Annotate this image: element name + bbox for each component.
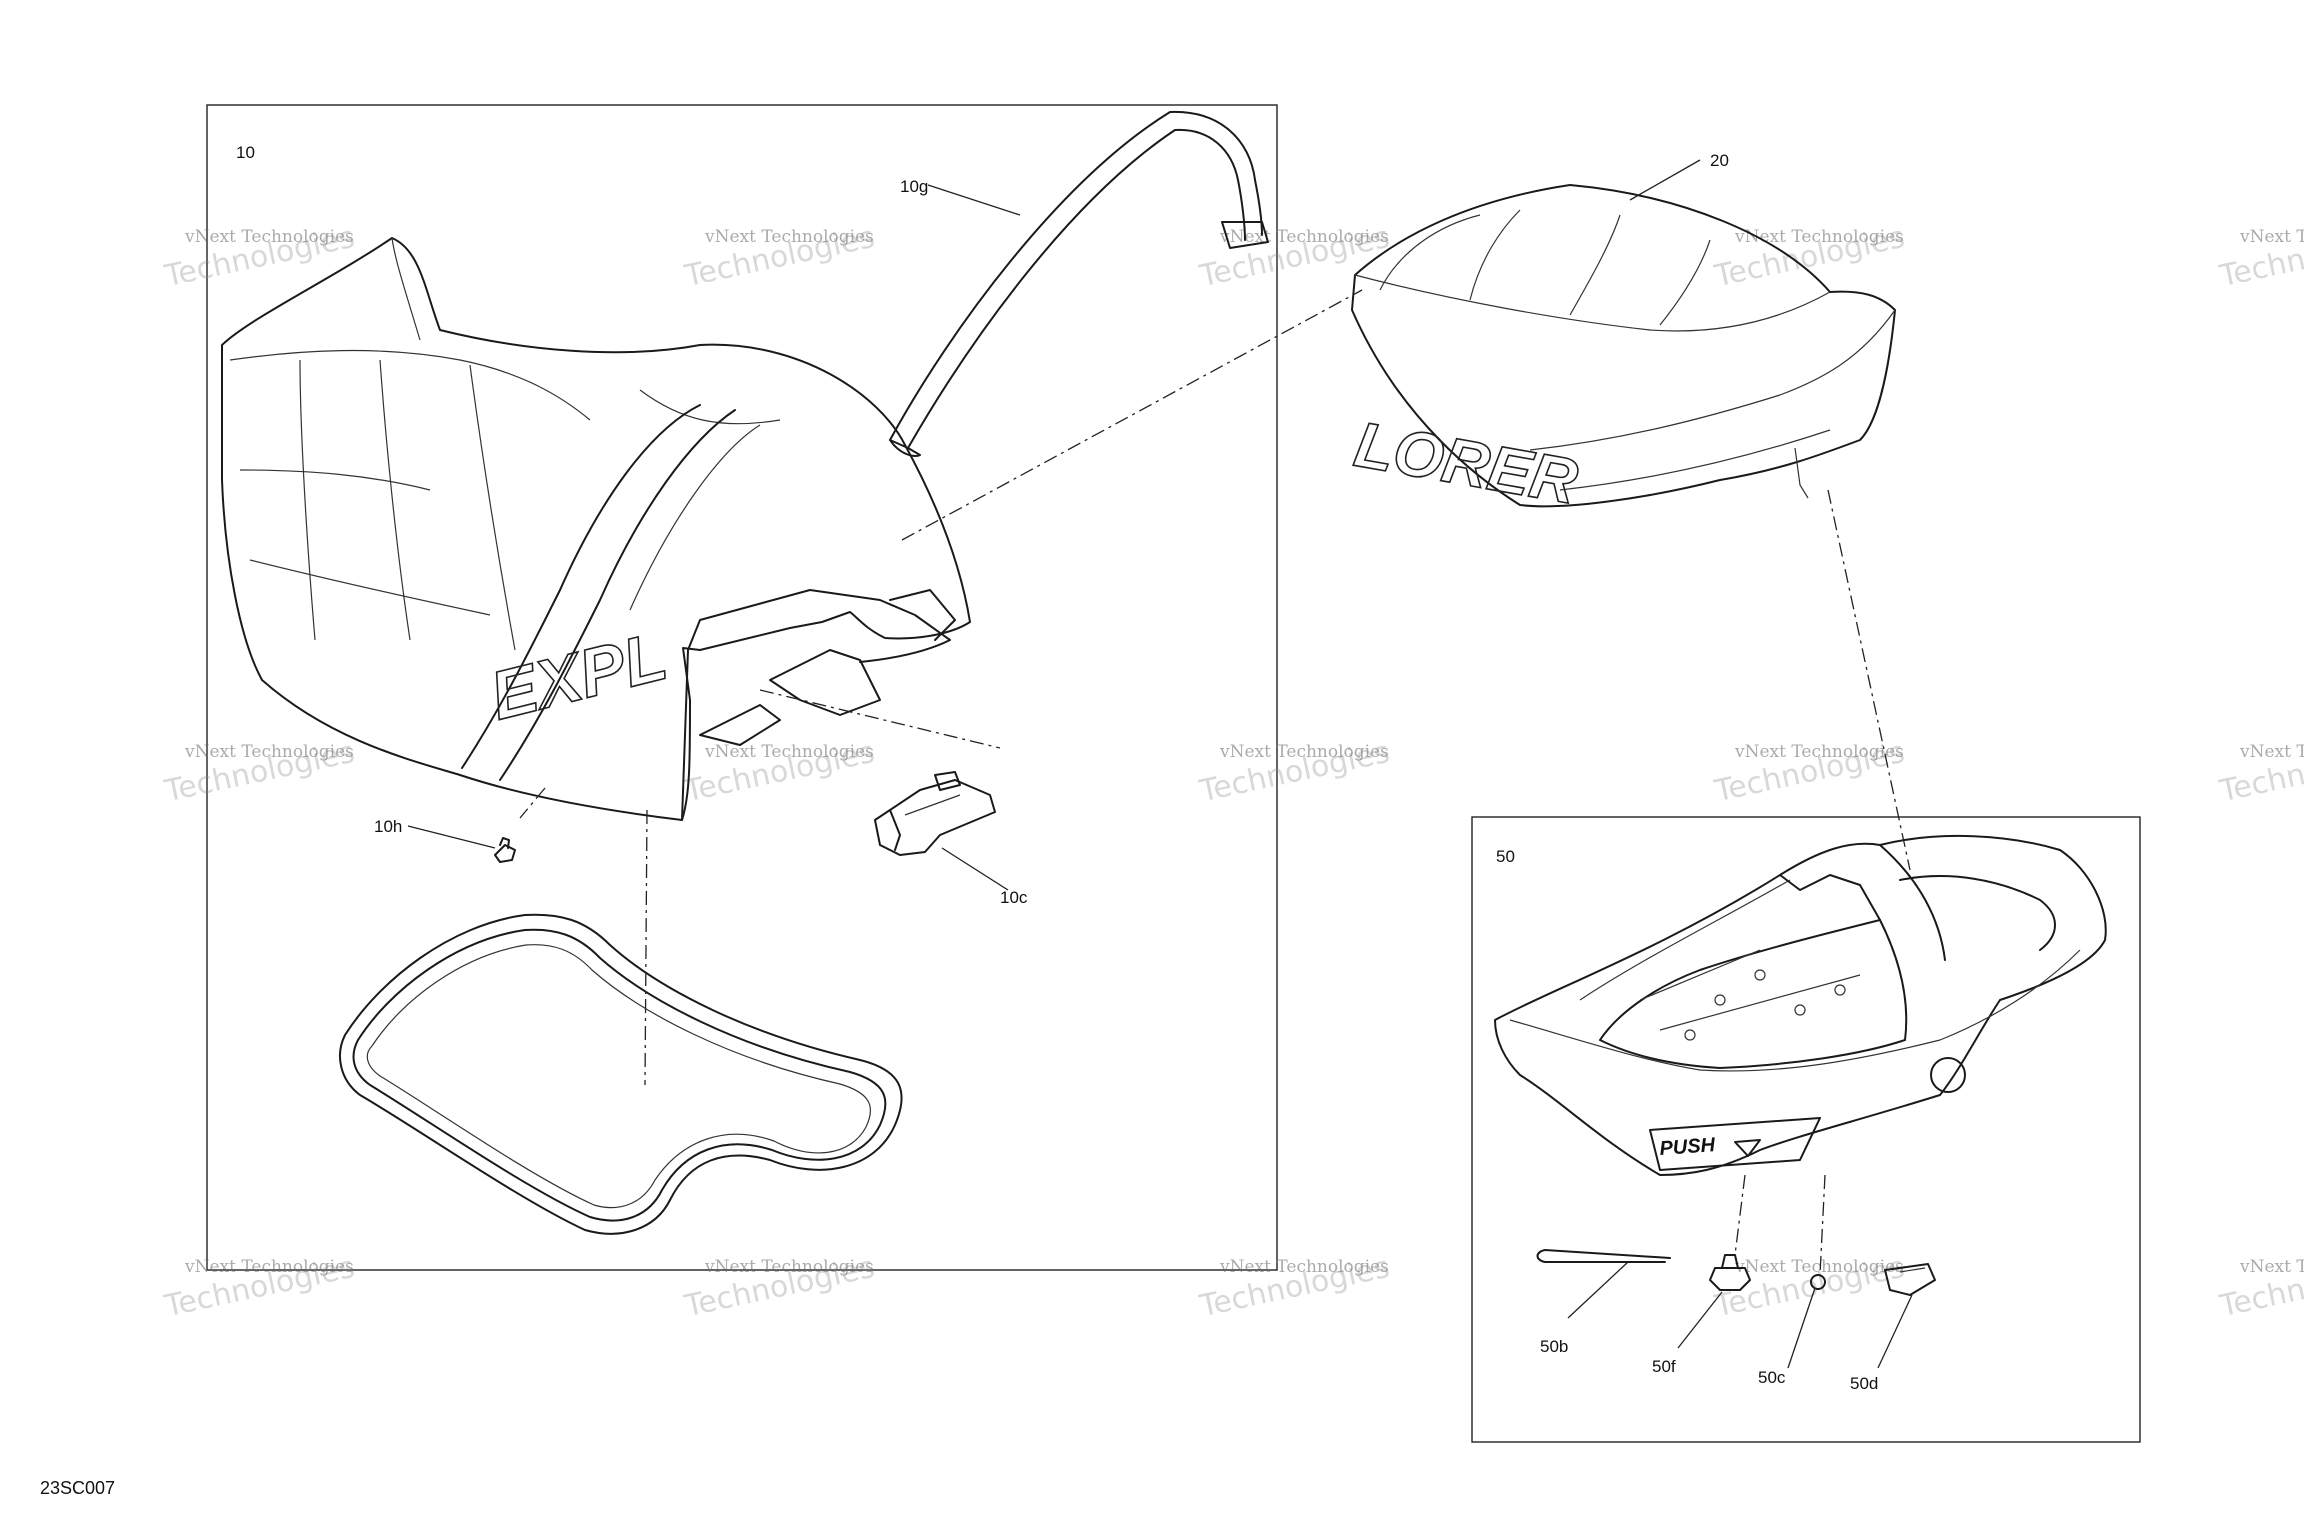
tray-push-lettering: PUSH	[1659, 1134, 1717, 1160]
seal-ring-illustration	[339, 913, 903, 1235]
pin-50b-illustration	[1536, 1249, 1671, 1263]
grommet-50f-illustration	[1709, 1254, 1751, 1291]
watermark-grid: Technologies vNext Technologies Technolo…	[161, 220, 2304, 1325]
watermark: Technologies vNext Technologies	[681, 220, 878, 295]
watermark: Technologies vNext Technologies	[161, 735, 358, 810]
callout-labels: 10 10g 20 10h 10c 50 50b 50f 50c 50d	[236, 143, 1878, 1393]
svg-text:vNext Technologies: vNext Technologies	[2239, 742, 2304, 762]
svg-text:vNext Technologies: vNext Technologies	[1219, 742, 1389, 762]
watermark: Technologies vNext Technologies	[1711, 220, 1908, 295]
callout-50c: 50c	[1758, 1368, 1786, 1387]
svg-text:vNext Technologies: vNext Technologies	[704, 227, 874, 247]
watermark: Technologies vNext Technologies	[161, 1250, 358, 1325]
leader-lines	[407, 159, 1913, 1369]
nut-50c-illustration	[1810, 1274, 1826, 1290]
callout-10h: 10h	[374, 817, 402, 836]
watermark: Technologies vNext Technologies	[2216, 220, 2304, 295]
watermark: Technologies vNext Technologies	[1711, 735, 1908, 810]
callout-50b: 50b	[1540, 1337, 1568, 1356]
svg-text:vNext Technologies: vNext Technologies	[184, 227, 354, 247]
watermark: Technologies vNext Technologies	[1196, 735, 1393, 810]
watermark: Technologies vNext Technologies	[161, 220, 358, 295]
svg-text:vNext Technologies: vNext Technologies	[184, 742, 354, 762]
watermark: Technologies vNext Technologies	[2216, 1250, 2304, 1325]
svg-text:vNext Technologies: vNext Technologies	[1219, 1257, 1389, 1277]
seat-rear-lettering: LORER	[1350, 408, 1583, 518]
svg-text:vNext Technologies: vNext Technologies	[1734, 742, 1904, 762]
callout-10g: 10g	[900, 177, 928, 196]
svg-text:vNext Technologies: vNext Technologies	[2239, 227, 2304, 247]
callout-10: 10	[236, 143, 255, 162]
callout-50f: 50f	[1652, 1357, 1676, 1376]
assembly-lines	[519, 289, 1911, 1276]
callout-50: 50	[1496, 847, 1515, 866]
callout-10c: 10c	[1000, 888, 1028, 907]
watermark: Technologies vNext Technologies	[2216, 735, 2304, 810]
svg-text:vNext Technologies: vNext Technologies	[184, 1257, 354, 1277]
latch-10c-illustration	[874, 771, 996, 856]
front-seat-illustration: EXPL	[221, 237, 971, 821]
watermark: Technologies vNext Technologies	[681, 735, 878, 810]
tray-knob	[1930, 1057, 1966, 1093]
clip-10h-illustration	[494, 837, 516, 863]
storage-tray-illustration: PUSH	[1494, 834, 2107, 1176]
group-frame-50	[1471, 816, 2141, 1443]
callout-50d: 50d	[1850, 1374, 1878, 1393]
group-frame-10	[206, 104, 1278, 1271]
svg-text:vNext Technologies: vNext Technologies	[2239, 1257, 2304, 1277]
svg-text:vNext Technologies: vNext Technologies	[1734, 1257, 1904, 1277]
diagram-code: 23SC007	[40, 1478, 116, 1498]
strap-illustration	[889, 110, 1269, 458]
watermark: Technologies vNext Technologies	[1711, 1250, 1908, 1325]
clip-50d-illustration	[1884, 1263, 1936, 1296]
watermark: Technologies vNext Technologies	[1196, 1250, 1393, 1325]
svg-text:vNext Technologies: vNext Technologies	[1734, 227, 1904, 247]
svg-text:vNext Technologies: vNext Technologies	[704, 1257, 874, 1277]
watermark: Technologies vNext Technologies	[681, 1250, 878, 1325]
svg-text:vNext Technologies: vNext Technologies	[704, 742, 874, 762]
callout-20: 20	[1710, 151, 1729, 170]
